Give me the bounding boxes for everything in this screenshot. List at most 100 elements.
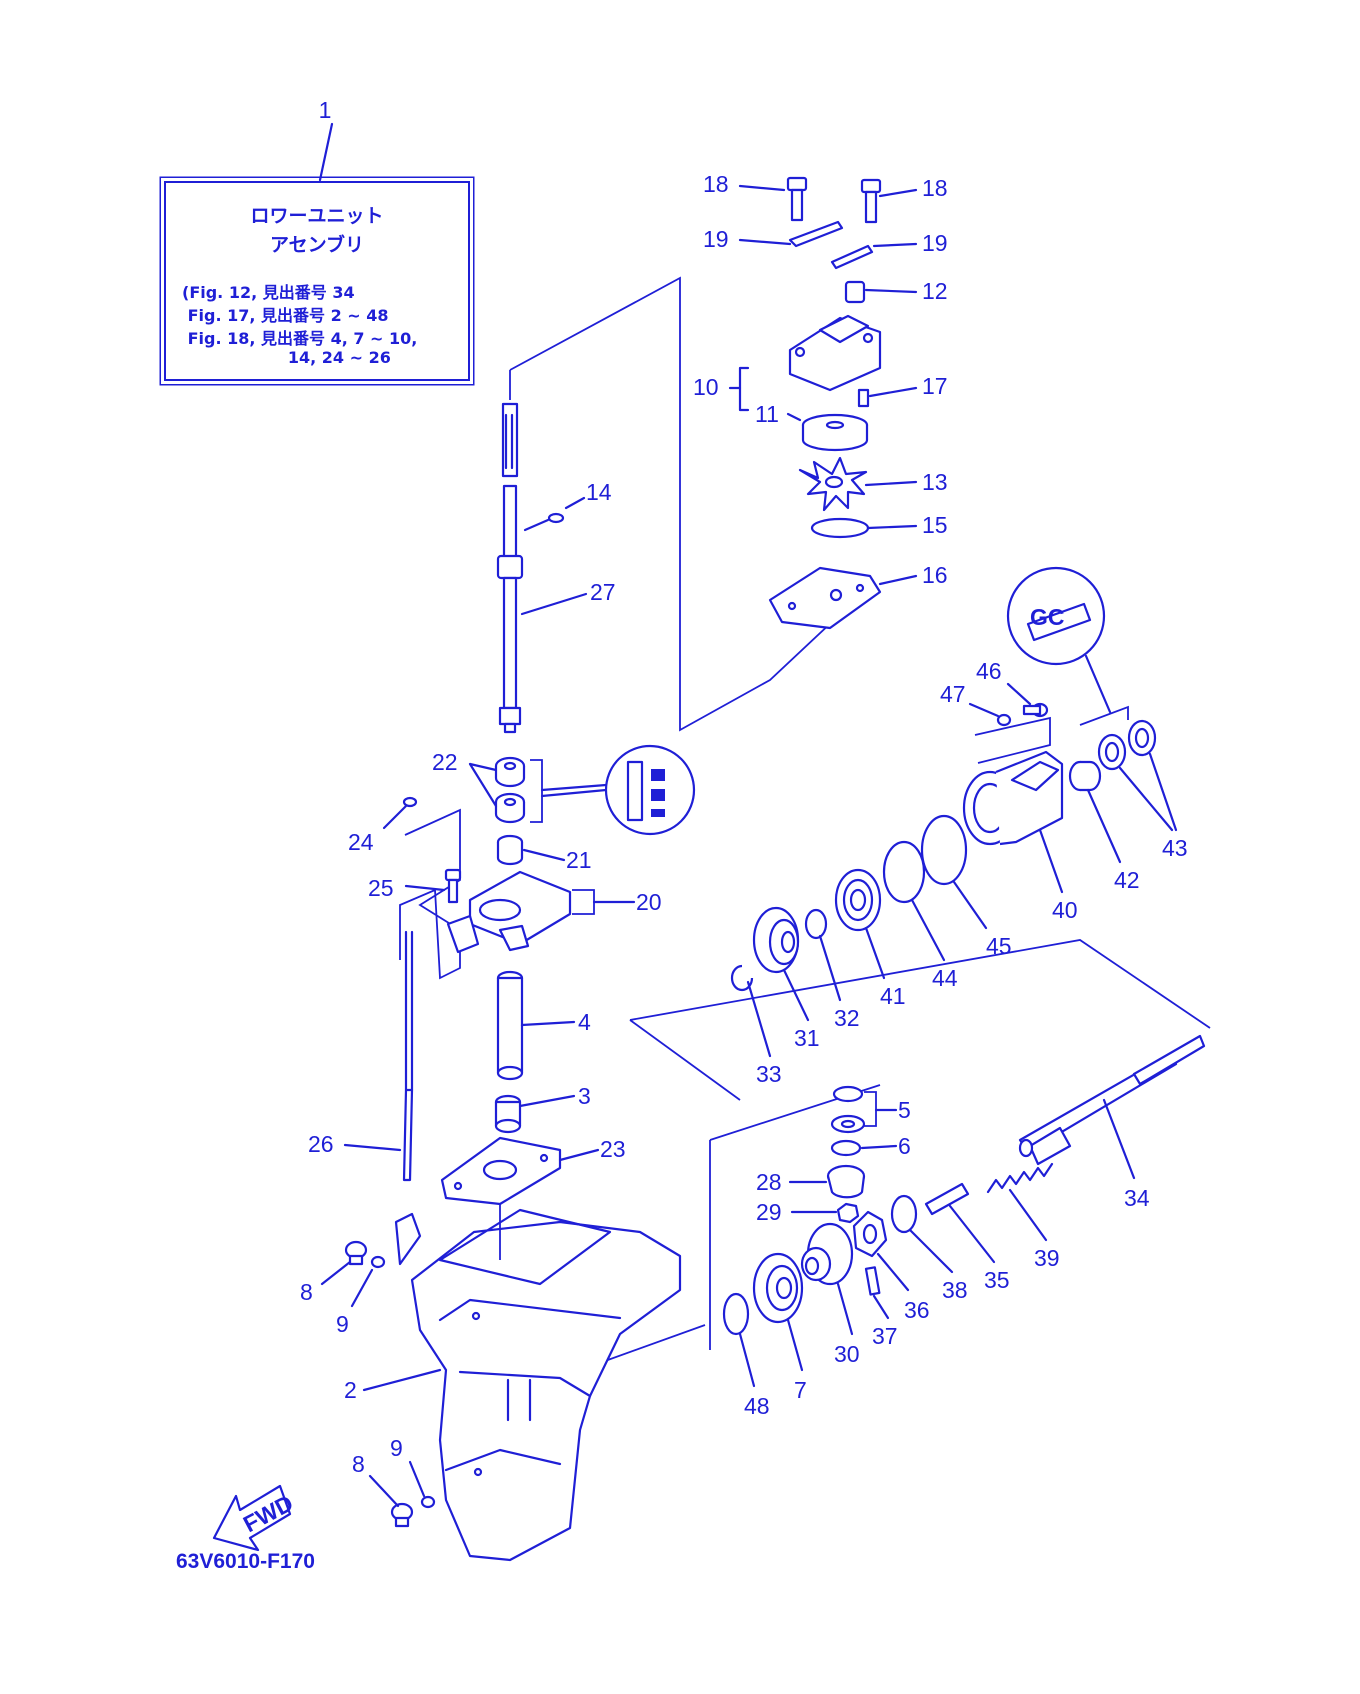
label-9b: 9 xyxy=(390,1435,403,1461)
label-44: 44 xyxy=(932,965,958,991)
clip-19-right xyxy=(830,244,874,270)
insert-cup-11 xyxy=(801,413,869,452)
impeller-13 xyxy=(798,456,868,512)
label-33: 33 xyxy=(756,1061,782,1087)
label-17: 17 xyxy=(922,373,948,399)
figure-code: 63V6010-F170 xyxy=(176,1550,315,1573)
gasket-23 xyxy=(440,1136,562,1206)
label-26: 26 xyxy=(308,1131,334,1157)
label-45: 45 xyxy=(986,933,1012,959)
label-27: 27 xyxy=(590,579,616,605)
taper-bearing-7 xyxy=(752,1252,804,1324)
label-9a: 9 xyxy=(336,1311,349,1337)
gasket-9-upper xyxy=(370,1255,386,1269)
bushing-42 xyxy=(1068,760,1102,792)
label-13: 13 xyxy=(922,469,948,495)
label-23: 23 xyxy=(600,1136,626,1162)
leader-1 xyxy=(318,122,334,182)
label-7: 7 xyxy=(794,1377,807,1403)
cross-pin-ring-38 xyxy=(890,1194,918,1234)
label-8a: 8 xyxy=(300,1279,313,1305)
bearing-housing-40 xyxy=(962,750,1064,846)
label-21: 21 xyxy=(566,847,592,873)
o-ring-44 xyxy=(882,840,926,904)
bushing-21 xyxy=(496,834,524,866)
label-47: 47 xyxy=(940,681,966,707)
grommet-12 xyxy=(844,280,866,304)
dog-clutch-36 xyxy=(852,1210,888,1258)
label-24: 24 xyxy=(348,829,374,855)
label-32: 32 xyxy=(834,1005,860,1031)
label-2: 2 xyxy=(344,1377,357,1403)
title-line-2: アセンブリ xyxy=(269,234,365,256)
plunger-35 xyxy=(924,1182,970,1216)
label-48: 48 xyxy=(744,1393,770,1419)
label-19b: 19 xyxy=(922,230,948,256)
fwd-arrow-icon: FWD xyxy=(212,1484,297,1552)
bolt-18-right xyxy=(860,178,882,224)
label-25: 25 xyxy=(368,875,394,901)
ref-line-4: 14, 24 ~ 26 xyxy=(182,348,391,367)
label-10: 10 xyxy=(693,374,719,400)
label-11: 11 xyxy=(755,401,779,427)
drive-shaft-27 xyxy=(496,402,524,734)
thrust-washer-5 xyxy=(832,1085,864,1103)
label-28: 28 xyxy=(756,1169,782,1195)
propeller-shaft-34 xyxy=(1018,1034,1206,1166)
label-41: 41 xyxy=(880,983,906,1009)
label-12: 12 xyxy=(922,278,948,304)
bushing-3 xyxy=(494,1094,522,1134)
oil-seal-22-upper xyxy=(494,756,526,788)
outer-plate-16 xyxy=(768,566,882,630)
o-ring-15 xyxy=(810,517,870,539)
shim-32 xyxy=(804,908,828,940)
label-15: 15 xyxy=(922,512,948,538)
oil-seal-22-lower xyxy=(494,792,526,824)
pinion-28 xyxy=(826,1164,866,1199)
drive-shaft-housing-20 xyxy=(446,870,572,954)
label-8b: 8 xyxy=(352,1451,365,1477)
ref-line-2: Fig. 17, 見出番号 2 ~ 48 xyxy=(182,306,389,325)
oil-seal-43-right xyxy=(1127,719,1157,757)
label-29: 29 xyxy=(756,1199,782,1225)
label-19a: 19 xyxy=(703,226,729,252)
label-18b: 18 xyxy=(922,175,948,201)
label-43: 43 xyxy=(1162,835,1188,861)
forward-gear-30 xyxy=(800,1222,854,1286)
shim-48 xyxy=(722,1292,750,1336)
ref-line-1: (Fig. 12, 見出番号 34 xyxy=(182,283,355,302)
bolt-25 xyxy=(444,868,462,904)
lower-case-2 xyxy=(410,1204,682,1562)
label-37: 37 xyxy=(872,1323,898,1349)
key-14 xyxy=(547,512,565,524)
bolt-46 xyxy=(1022,702,1049,718)
label-34: 34 xyxy=(1124,1185,1150,1211)
label-38: 38 xyxy=(942,1277,968,1303)
oil-seal-43-left xyxy=(1097,733,1127,771)
shim-6 xyxy=(830,1139,862,1157)
label-22: 22 xyxy=(432,749,458,775)
label-46: 46 xyxy=(976,658,1002,684)
shift-rod-26 xyxy=(394,930,422,1266)
drain-screw-8-lower xyxy=(390,1502,414,1528)
label-14: 14 xyxy=(586,479,612,505)
label-20: 20 xyxy=(636,889,662,915)
ref-line-3: Fig. 18, 見出番号 4, 7 ~ 10, xyxy=(182,329,418,348)
label-16: 16 xyxy=(922,562,948,588)
cross-pin-37 xyxy=(864,1266,881,1296)
pump-housing-10 xyxy=(788,314,882,392)
label-39: 39 xyxy=(1034,1245,1060,1271)
label-35: 35 xyxy=(984,1267,1010,1293)
gc-label: GC xyxy=(1030,604,1065,630)
ball-bearing-41 xyxy=(834,868,882,932)
bolt-18-left xyxy=(786,176,808,222)
clip-19-left xyxy=(788,220,844,248)
gasket-9-lower xyxy=(420,1495,436,1509)
label-5: 5 xyxy=(898,1097,911,1123)
title-line-1: ロワーユニット xyxy=(250,205,384,227)
o-ring-45 xyxy=(920,814,968,886)
collar-tube-4 xyxy=(496,970,524,1081)
label-36: 36 xyxy=(904,1297,930,1323)
label-3: 3 xyxy=(578,1083,591,1109)
